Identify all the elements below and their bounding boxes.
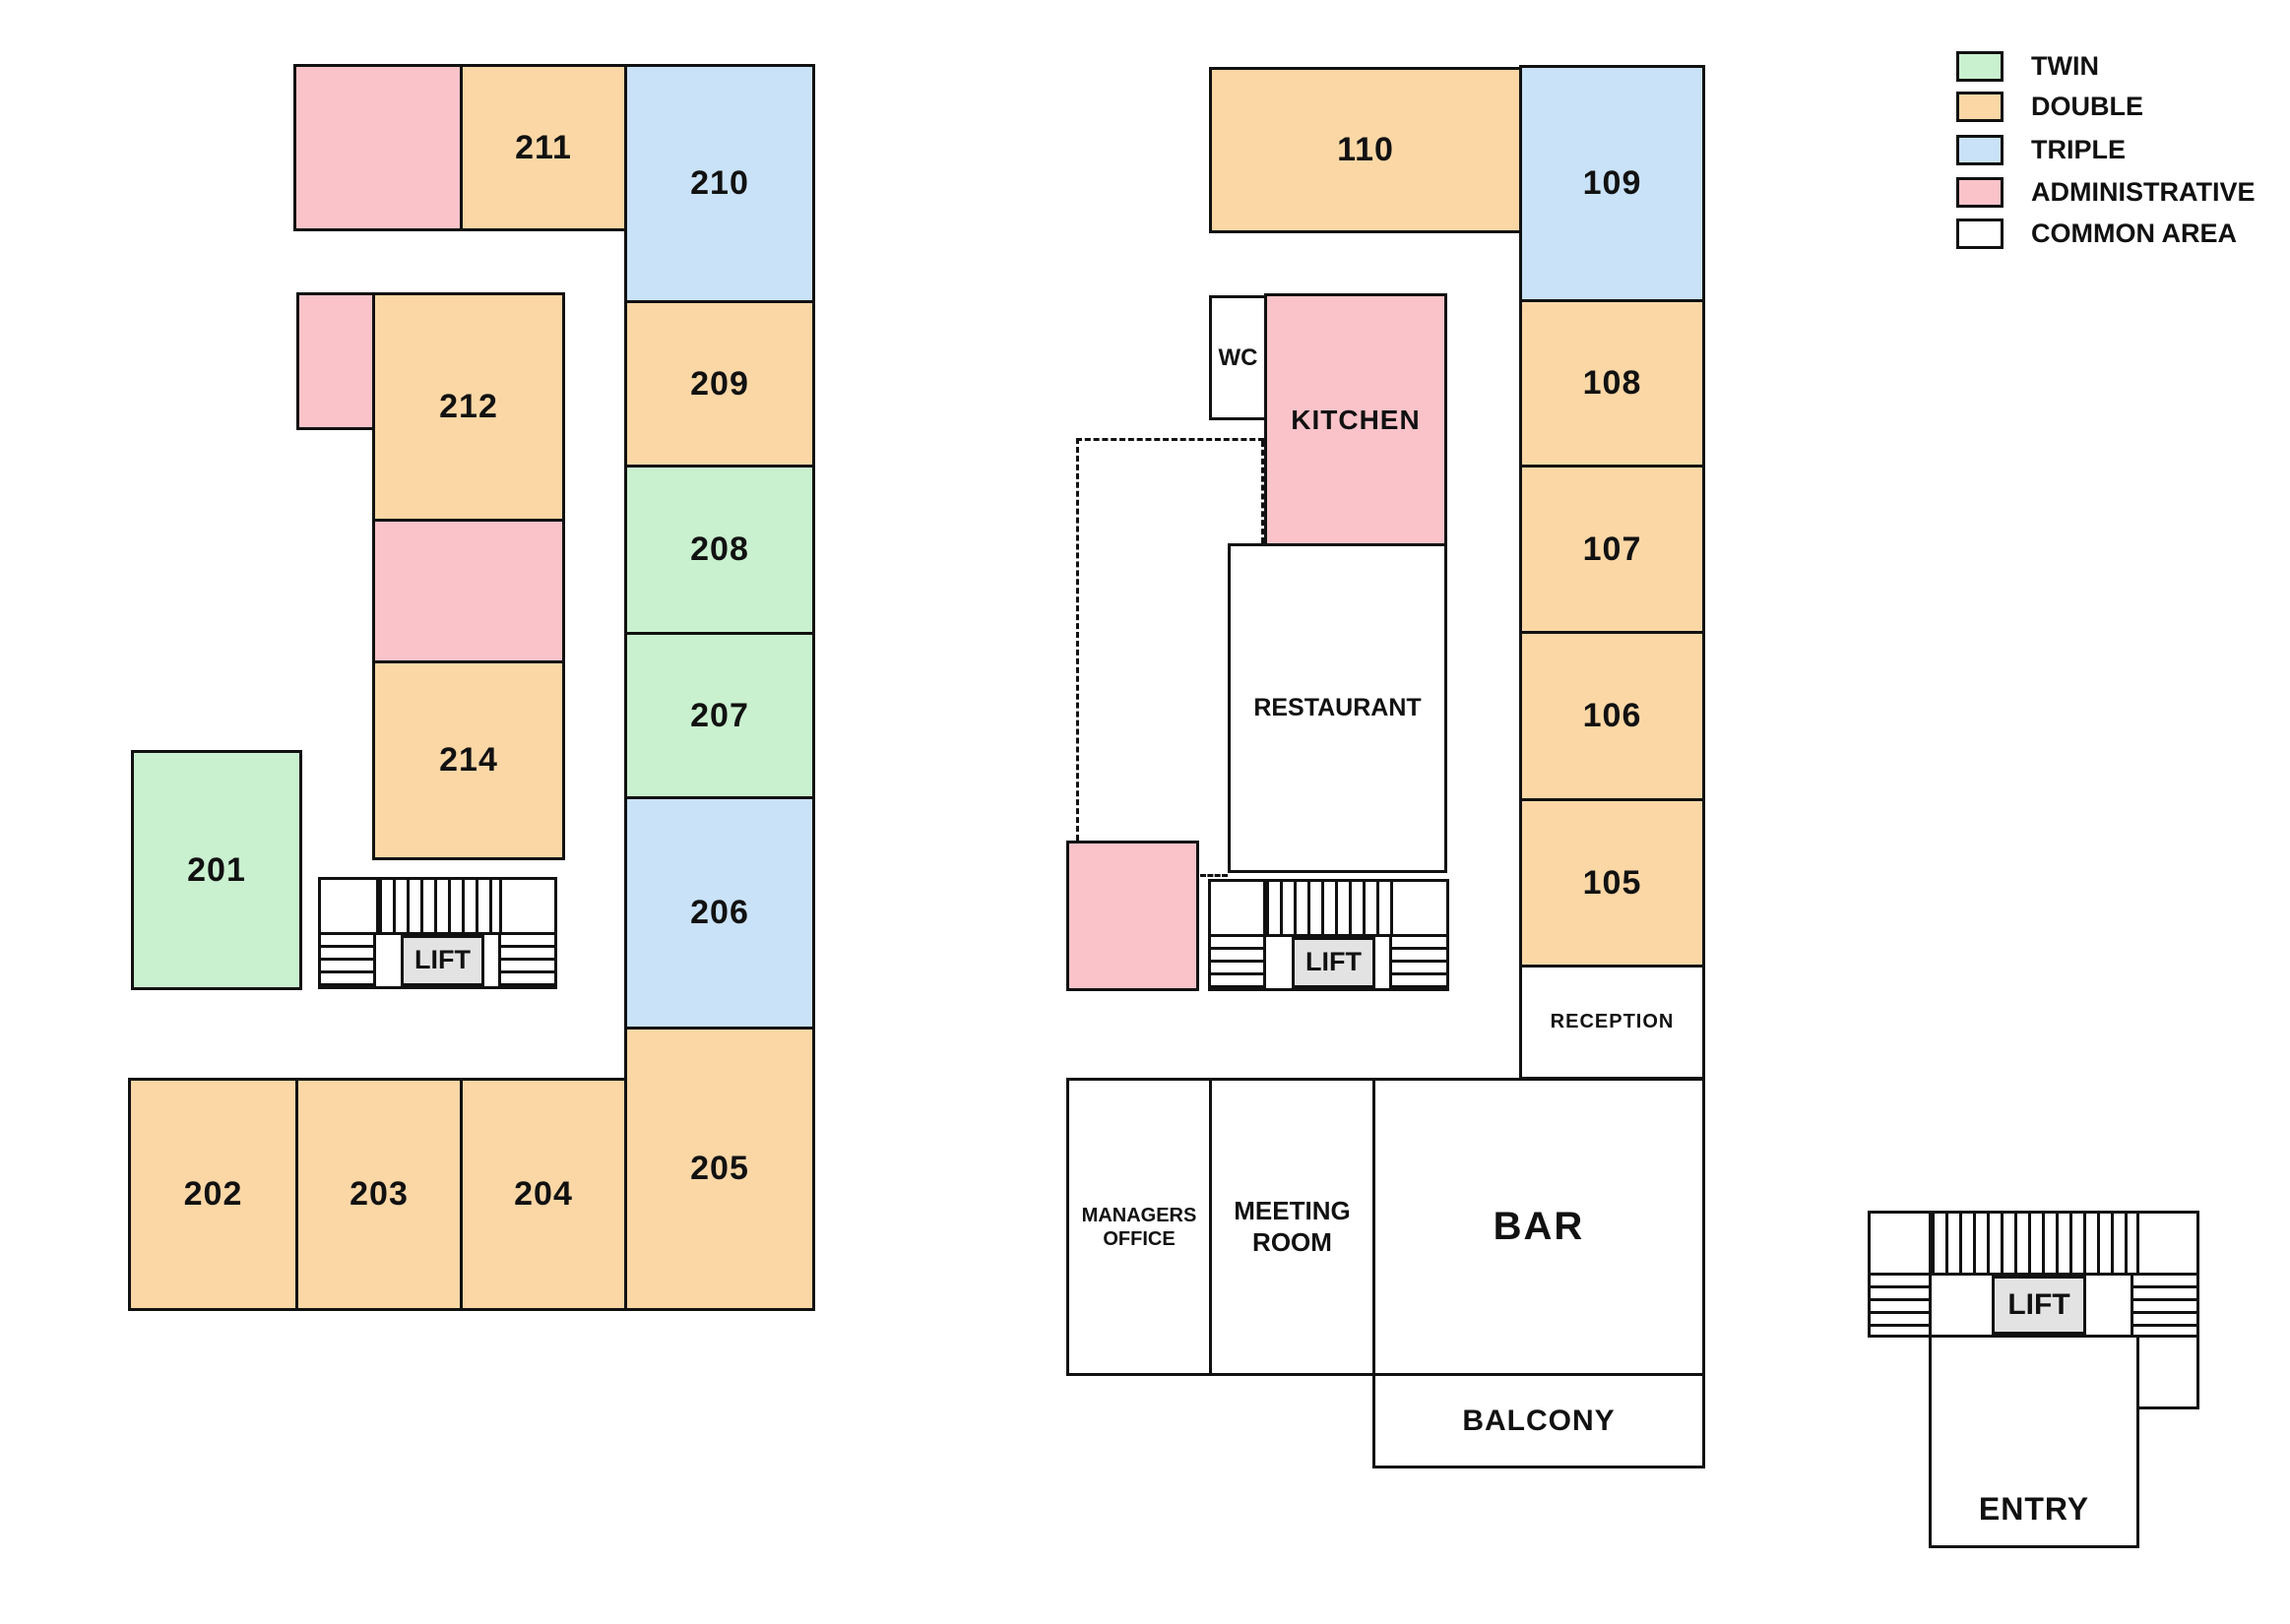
stairwell-floor2: LIFT <box>318 877 557 989</box>
legend-swatch-double <box>1956 92 2004 122</box>
legend-item-double: DOUBLE <box>1956 92 2143 122</box>
room-wc: WC <box>1209 295 1267 420</box>
stair-flight-right <box>2131 1276 2196 1335</box>
lift-floor1: LIFT <box>1292 936 1375 988</box>
room-210: 210 <box>624 64 815 303</box>
stair-flight-left <box>321 934 376 986</box>
legend-swatch-triple <box>1956 135 2004 165</box>
room-202: 202 <box>128 1078 298 1311</box>
stair-flight-right <box>498 934 554 986</box>
stair-treads <box>1266 882 1390 934</box>
legend-swatch-administrative <box>1956 177 2004 208</box>
room-admin-top <box>293 64 463 231</box>
room-110: 110 <box>1209 67 1522 233</box>
stair-treads <box>1932 1214 2136 1273</box>
lift-floor2: LIFT <box>401 934 484 986</box>
legend-item-common-area: COMMON AREA <box>1956 219 2237 249</box>
room-214: 214 <box>372 660 565 860</box>
legend-swatch-common-area <box>1956 219 2004 249</box>
room-meeting-room: MEETING ROOM <box>1209 1078 1375 1376</box>
room-managers-office: MANAGERS OFFICE <box>1066 1078 1212 1376</box>
room-kitchen: KITCHEN <box>1264 293 1447 546</box>
room-restaurant: RESTAURANT <box>1228 543 1447 873</box>
room-reception: RECEPTION <box>1519 965 1705 1080</box>
room-201: 201 <box>131 750 302 990</box>
stair-flight-left <box>1871 1276 1932 1335</box>
stairwell-entry: LIFT <box>1868 1211 2199 1338</box>
legend-item-administrative: ADMINISTRATIVE <box>1956 177 2256 208</box>
room-212: 212 <box>372 292 565 522</box>
legend-item-triple: TRIPLE <box>1956 135 2126 165</box>
room-108: 108 <box>1519 299 1705 468</box>
room-admin-mid <box>372 519 565 663</box>
entry-side-box <box>2136 1335 2199 1409</box>
lift-entry: LIFT <box>1992 1276 2086 1335</box>
room-205: 205 <box>624 1027 815 1311</box>
room-204: 204 <box>460 1078 627 1311</box>
stair-flight-left <box>1211 936 1266 988</box>
stair-treads <box>379 880 499 932</box>
legend-swatch-twin <box>1956 51 2004 82</box>
room-206: 206 <box>624 796 815 1030</box>
room-209: 209 <box>624 300 815 468</box>
dashed-boundary-bottom <box>1200 874 1228 877</box>
room-105: 105 <box>1519 798 1705 968</box>
room-109: 109 <box>1519 65 1705 302</box>
room-admin-first-floor <box>1066 841 1199 991</box>
legend-item-twin: TWIN <box>1956 51 2099 82</box>
dashed-boundary-kitchen-edge <box>1261 441 1264 543</box>
room-208: 208 <box>624 465 815 635</box>
stair-flight-right <box>1389 936 1446 988</box>
room-106: 106 <box>1519 631 1705 801</box>
room-211: 211 <box>460 64 627 231</box>
room-207: 207 <box>624 632 815 799</box>
room-balcony: BALCONY <box>1372 1373 1705 1468</box>
dashed-boundary-left <box>1076 438 1079 841</box>
room-admin-small <box>296 292 375 430</box>
room-203: 203 <box>295 1078 463 1311</box>
room-107: 107 <box>1519 465 1705 634</box>
room-bar: BAR <box>1372 1078 1705 1376</box>
room-entry: ENTRY <box>1929 1335 2139 1548</box>
dashed-boundary-top <box>1076 438 1264 441</box>
stairwell-floor1: LIFT <box>1208 879 1449 991</box>
